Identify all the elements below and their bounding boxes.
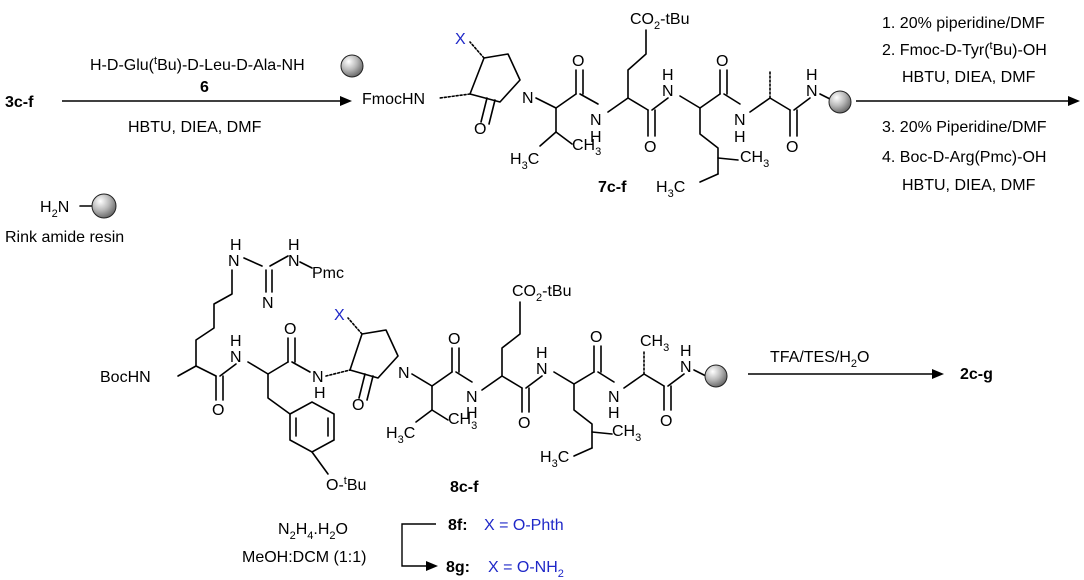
svg-text:CH3: CH3 (612, 423, 641, 444)
step1-reagent-number: 6 (200, 79, 209, 96)
svg-text:H3C: H3C (386, 425, 415, 446)
step2: 1. 20% piperidine/DMF 2. Fmoc-D-Tyr(tBu)… (856, 15, 1080, 194)
svg-text:N: N (680, 359, 692, 376)
svg-text:N: N (590, 112, 602, 129)
svg-text:CH3: CH3 (640, 333, 669, 354)
svg-text:H: H (314, 385, 326, 402)
pmc-label: Pmc (312, 265, 344, 282)
svg-text:O: O (352, 397, 364, 414)
resin-bead-8cf (704, 364, 728, 388)
compound-8f-x: X = O-Phth (484, 517, 564, 534)
svg-text:N: N (262, 295, 274, 312)
final-product-id: 2c-g (960, 366, 993, 383)
val-methyl-left: H3C (510, 151, 539, 172)
deprotection-arrowhead (426, 561, 438, 571)
svg-text:N: N (312, 369, 324, 386)
step2-arrowhead (1068, 96, 1080, 106)
svg-text:N: N (608, 389, 620, 406)
svg-text:N: N (662, 83, 674, 100)
intermediate-id: 7c-f (598, 179, 627, 196)
svg-text:N: N (806, 83, 818, 100)
svg-text:H: H (608, 405, 620, 422)
step2-line4: 3. 20% Piperidine/DMF (882, 119, 1047, 136)
deprotection: N2H4.H2O MeOH:DCM (1:1) 8f: X = O-Phth 8… (242, 517, 564, 580)
svg-text:H: H (734, 129, 746, 146)
step1-reagent-top: H-D-Glu(tBu)-D-Leu-D-Ala-NH (90, 55, 305, 74)
product-glu-ester: CO2-tBu (512, 283, 571, 304)
svg-text:O: O (284, 321, 296, 338)
resin-bead-legend (91, 193, 117, 219)
step1: 3c-f H-D-Glu(tBu)-D-Leu-D-Ala-NH 6 HBTU,… (5, 54, 364, 136)
svg-text:N: N (536, 361, 548, 378)
svg-text:O: O (660, 413, 672, 430)
svg-text:O: O (590, 329, 602, 346)
svg-text:O: O (716, 53, 728, 70)
step1-reagent-bottom: HBTU, DIEA, DMF (128, 119, 262, 136)
atom-N: N (522, 90, 534, 107)
svg-text:N: N (734, 112, 746, 129)
svg-text:O: O (448, 331, 460, 348)
svg-text:H: H (806, 67, 818, 84)
leu-methyl-left: H3C (656, 179, 685, 200)
svg-text:N: N (398, 365, 410, 382)
resin-bead-reagent (340, 54, 364, 78)
svg-text:N: N (466, 389, 478, 406)
step1-arrowhead (340, 96, 352, 106)
product-x-label: X (334, 307, 345, 324)
svg-text:H: H (536, 345, 548, 362)
svg-text:H: H (662, 67, 674, 84)
resin-label: Rink amide resin (5, 229, 124, 246)
svg-text:H: H (230, 333, 242, 350)
x-substituent-label: X (455, 31, 466, 48)
step2-line6: HBTU, DIEA, DMF (902, 177, 1036, 194)
svg-text:N: N (288, 253, 300, 270)
tyr-ring (289, 401, 335, 453)
svg-text:O: O (786, 139, 798, 156)
svg-text:H: H (230, 237, 242, 254)
svg-text:O: O (212, 402, 224, 419)
step2-line1: 1. 20% piperidine/DMF (882, 15, 1045, 32)
leu-methyl-right: CH3 (740, 149, 769, 170)
svg-text:H3C: H3C (540, 449, 569, 470)
solvent-label: MeOH:DCM (1:1) (242, 549, 366, 566)
compound-8f-id: 8f: (448, 517, 468, 534)
resin-legend: H2N Rink amide resin (5, 193, 124, 246)
ring-bonds (469, 53, 521, 103)
deprotection-arrow (401, 523, 436, 567)
val-methyl-right: CH3 (572, 137, 601, 158)
svg-text:H: H (590, 129, 602, 146)
ring-carbonyl (480, 97, 488, 123)
svg-text:N: N (228, 253, 240, 270)
svg-text:H: H (288, 237, 300, 254)
step3-reagent: TFA/TES/H2O (770, 349, 869, 370)
step2-line2: 2. Fmoc-D-Tyr(tBu)-OH (882, 40, 1047, 59)
start-compound-label: 3c-f (5, 94, 34, 111)
atom-O: O (474, 121, 486, 138)
step2-line3: HBTU, DIEA, DMF (902, 69, 1036, 86)
svg-text:N: N (230, 349, 242, 366)
resin-h2n: H2N (40, 199, 69, 220)
svg-text:H: H (680, 343, 692, 360)
svg-text:H: H (466, 405, 478, 422)
compound-8g-id: 8g: (446, 559, 470, 576)
boc-label: BocHN (100, 369, 151, 386)
compound-8g-x: X = O-NH2 (488, 559, 564, 580)
svg-text:CH3: CH3 (448, 411, 477, 432)
step3-arrowhead (932, 369, 944, 379)
hydrazine-reagent: N2H4.H2O (278, 521, 348, 542)
glu-ester-label: CO2-tBu (630, 11, 689, 32)
resin-bead-7cf (828, 90, 852, 114)
svg-text:O: O (572, 53, 584, 70)
fmoc-label: FmocHN (362, 91, 425, 108)
product-8cf: BocHN N H N H N Pmc O H N O-tBu O N (100, 237, 728, 496)
intermediate-7cf: X FmocHN O N H3C CH3 O N H CO2-tBu O H N (362, 11, 852, 200)
product-id: 8c-f (450, 479, 479, 496)
svg-text:O: O (644, 139, 656, 156)
svg-text:O: O (518, 415, 530, 432)
step3: TFA/TES/H2O 2c-g (748, 349, 993, 383)
tyr-otbu: O-tBu (326, 475, 366, 494)
step2-line5: 4. Boc-D-Arg(Pmc)-OH (882, 149, 1046, 166)
